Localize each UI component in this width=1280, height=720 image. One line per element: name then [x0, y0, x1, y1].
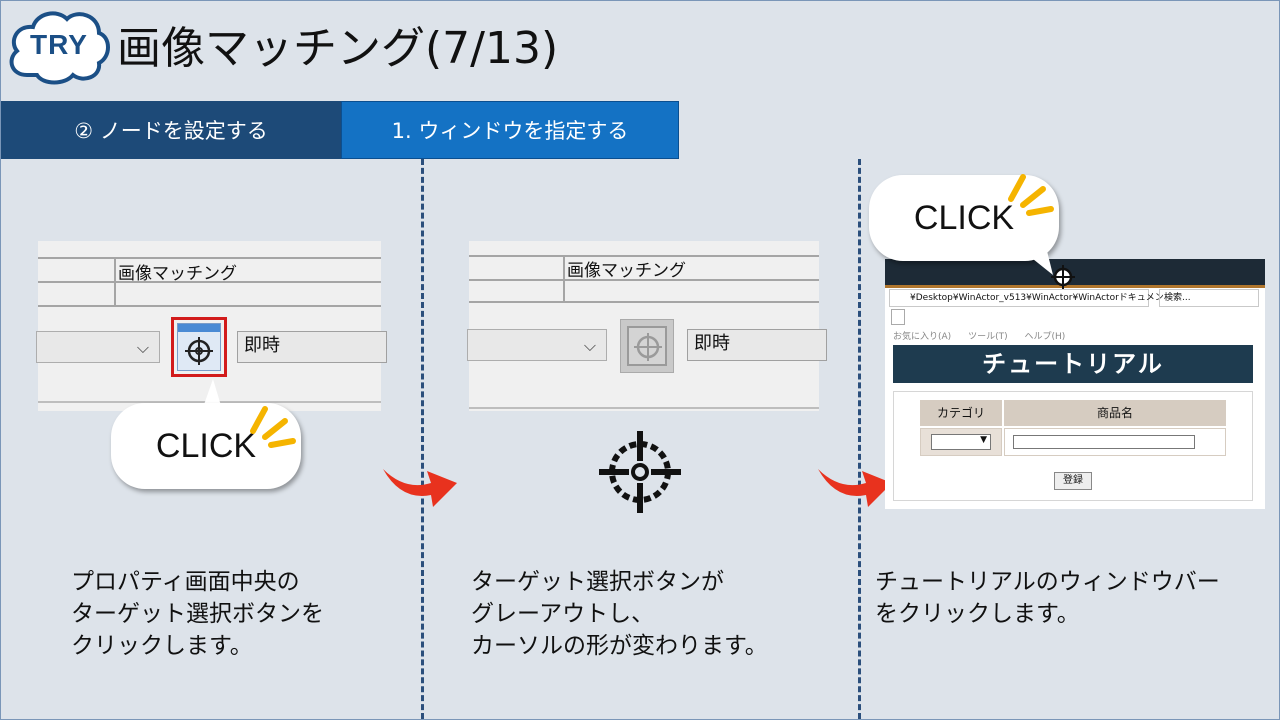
tutorial-app-title: チュートリアル	[893, 345, 1253, 383]
timing-field[interactable]: 即時	[687, 329, 827, 361]
chevron-down-icon: ⌵	[136, 338, 149, 357]
panel-divider	[858, 159, 861, 719]
tutorial-window-titlebar[interactable]	[885, 259, 1265, 285]
register-button[interactable]: 登録	[1054, 472, 1092, 490]
panel-divider	[421, 159, 424, 719]
menu-tools[interactable]: ツール(T)	[968, 332, 1008, 342]
node-name-cell: 画像マッチング	[118, 264, 237, 284]
node-name-cell: 画像マッチング	[567, 261, 686, 281]
column-header-category: カテゴリ	[920, 400, 1002, 426]
menu-favorites[interactable]: お気に入り(A)	[893, 332, 952, 342]
menu-help[interactable]: ヘルプ(H)	[1024, 332, 1066, 342]
tab-specify-window[interactable]: 1. ウィンドウを指定する	[341, 101, 679, 159]
target-select-button-disabled	[620, 319, 674, 373]
property-screenshot-grayed: 画像マッチング ⌵ 即時	[467, 241, 827, 411]
product-form: カテゴリ 商品名 ▼ 登録	[893, 391, 1253, 501]
try-badge: TRY	[30, 29, 88, 60]
target-select-highlight	[171, 317, 227, 377]
step1-description: プロパティ画面中央の ターゲット選択ボタンを クリックします。	[71, 569, 324, 659]
callout-tail	[1023, 251, 1053, 275]
crosshair-cursor-icon	[599, 431, 681, 513]
step-tabs: ② ノードを設定する 1. ウィンドウを指定する	[1, 101, 679, 159]
category-select[interactable]: ▼	[931, 434, 991, 450]
column-header-product: 商品名	[1004, 400, 1226, 426]
combo-box[interactable]: ⌵	[467, 329, 607, 361]
product-name-input[interactable]	[1013, 435, 1195, 449]
next-arrow-icon	[383, 469, 457, 507]
try-cloud-icon	[9, 11, 110, 85]
click-callout: CLICK	[111, 403, 301, 489]
chevron-down-icon: ⌵	[583, 336, 596, 355]
timing-field[interactable]: 即時	[237, 331, 387, 363]
step3-description: チュートリアルのウィンドウバー をクリックします。	[875, 569, 1220, 627]
emphasis-burst-icon	[1008, 174, 1054, 216]
crosshair-cursor-icon	[1051, 265, 1075, 289]
page-title: 画像マッチング(7/13)	[117, 23, 559, 74]
property-screenshot: 画像マッチング ⌵ 即時	[36, 241, 387, 411]
combo-box[interactable]: ⌵	[36, 331, 160, 363]
tab-configure-node[interactable]: ② ノードを設定する	[1, 101, 341, 159]
emphasis-burst-icon	[250, 406, 296, 448]
step2-description: ターゲット選択ボタンが グレーアウトし、 カーソルの形が変わります。	[471, 569, 768, 659]
crosshair-icon	[185, 337, 213, 365]
menu-bar: お気に入り(A) ツール(T) ヘルプ(H)	[893, 329, 1079, 342]
browser-search-input[interactable]: 検索...	[1159, 289, 1259, 307]
click-callout: CLICK	[869, 175, 1059, 261]
next-arrow-icon	[818, 469, 892, 507]
tutorial-window: ¥Desktop¥WinActor_v513¥WinActor¥WinActor…	[885, 259, 1265, 509]
page-icon	[891, 309, 905, 325]
crosshair-icon	[634, 333, 662, 361]
address-bar[interactable]: ¥Desktop¥WinActor_v513¥WinActor¥WinActor…	[889, 289, 1164, 307]
target-select-button[interactable]	[177, 323, 221, 371]
